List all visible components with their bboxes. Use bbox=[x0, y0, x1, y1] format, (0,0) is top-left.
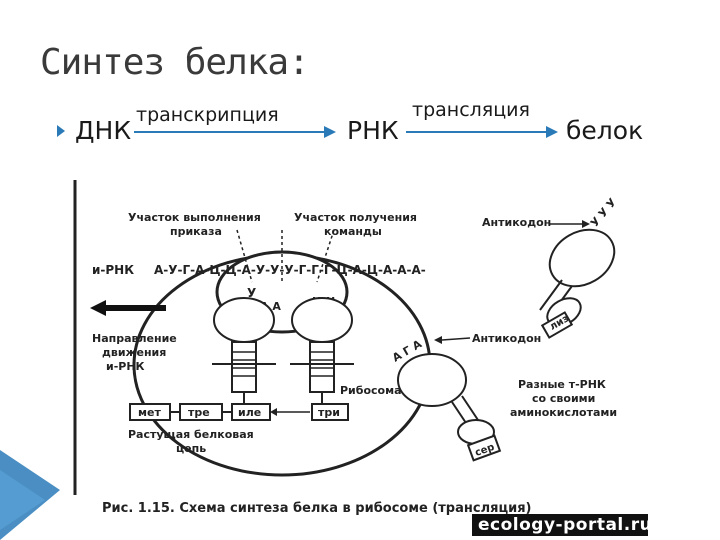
site-execution-label-2: приказа bbox=[170, 225, 222, 238]
direction-label-2: движения bbox=[102, 346, 166, 359]
amino-box-tri bbox=[311, 403, 349, 421]
chain-label-1: Растущая белковая bbox=[128, 428, 254, 441]
amino-tre-label: тре bbox=[188, 406, 210, 419]
direction-label-3: и-РНК bbox=[106, 360, 145, 373]
anticodon-top-letters: У У У bbox=[588, 195, 620, 229]
trna-middle-right bbox=[397, 353, 502, 462]
ribosome-diagram: Участок выполнения приказа Участок получ… bbox=[73, 180, 620, 516]
site-receiving-label-1: Участок получения bbox=[294, 211, 417, 224]
trna-label-3: аминокислотами bbox=[510, 406, 617, 419]
flow-translation-label: трансляция bbox=[412, 99, 530, 121]
anticodon-label-mid: Антикодон bbox=[472, 332, 541, 345]
watermark: ecology-portal.ru bbox=[478, 515, 653, 535]
ribosome-label: Рибосома bbox=[340, 384, 402, 397]
direction-label-1: Направление bbox=[92, 332, 177, 345]
site-execution-label-1: Участок выполнения bbox=[128, 211, 261, 224]
trna-right bbox=[290, 297, 354, 408]
mrna-label: и-РНК bbox=[92, 263, 134, 277]
flow-protein: белок bbox=[566, 116, 644, 145]
watermark-bar bbox=[472, 514, 648, 536]
flow-dna: ДНК bbox=[75, 116, 132, 145]
amino-ile-label: иле bbox=[238, 406, 261, 419]
translation-arrow-icon bbox=[406, 126, 558, 138]
slide-title: Синтез белка: bbox=[40, 42, 310, 83]
flow-rna: РНК bbox=[347, 116, 399, 145]
corner-decoration-icon bbox=[0, 450, 60, 540]
trna-label-1: Разные т-РНК bbox=[518, 378, 606, 391]
mrna-sequence: А-У-Г-А-Ц-Ц-А-У-У-У-Г-Г-Г-Ц-А-Ц-А-А-А- bbox=[154, 263, 426, 277]
site-receiving-label-2: команды bbox=[324, 225, 382, 238]
chain-label-2: цепь bbox=[176, 442, 206, 455]
amino-tri-label: три bbox=[318, 406, 340, 419]
anticodon-label-top: Антикодон bbox=[482, 216, 551, 229]
figure-caption: Рис. 1.15. Схема синтеза белка в рибосом… bbox=[102, 501, 531, 516]
anticodon-pair-left: У bbox=[247, 286, 256, 300]
amino-met-label: мет bbox=[138, 406, 161, 419]
flow-transcription-label: транскрипция bbox=[136, 104, 279, 126]
transcription-arrow-icon bbox=[134, 126, 336, 138]
bullet-arrow-icon bbox=[57, 125, 65, 137]
trna-top-right bbox=[539, 228, 616, 339]
trna-left bbox=[212, 297, 276, 408]
trna-label-2: со своими bbox=[532, 392, 595, 405]
direction-arrow-icon bbox=[90, 300, 166, 316]
